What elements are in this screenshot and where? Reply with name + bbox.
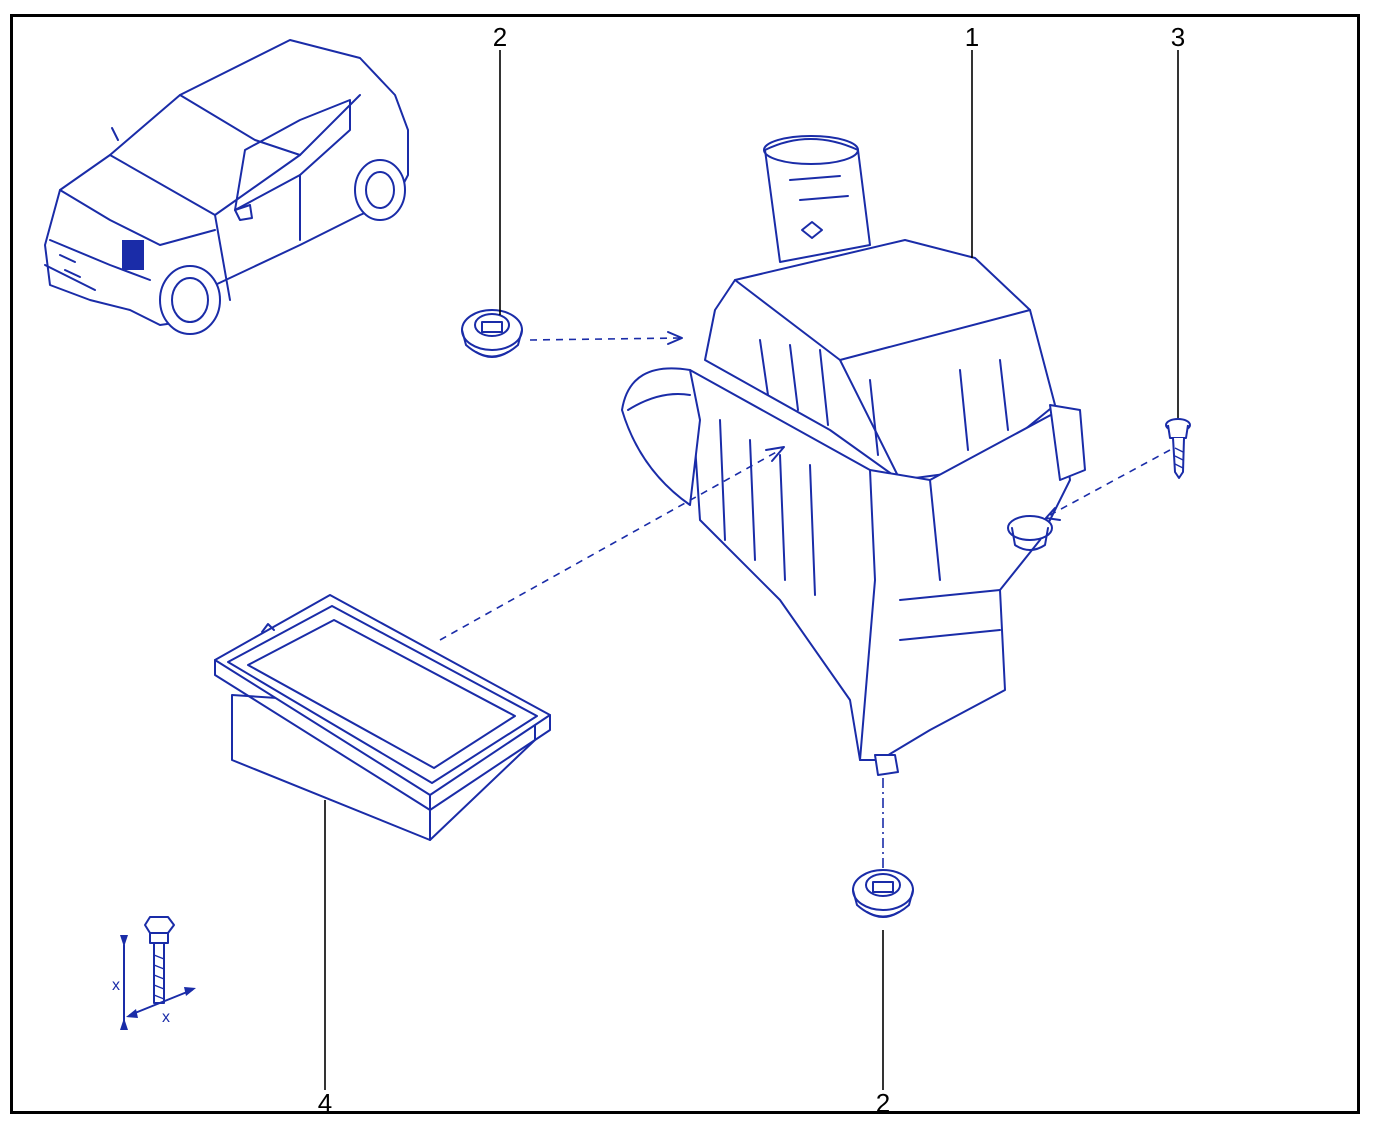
filter-element-part-4	[214, 594, 551, 841]
grommet-part-2-bottom	[852, 869, 914, 918]
leader-lines	[324, 50, 1179, 1090]
callout-3: 3	[1170, 22, 1186, 52]
air-filter-housing-part-1	[621, 135, 1086, 776]
callout-2-top: 2	[492, 22, 508, 52]
callout-4: 4	[317, 1088, 333, 1118]
callout-1: 1	[964, 22, 980, 52]
vehicle-locator-illustration	[44, 39, 409, 335]
screw-part-3	[1165, 418, 1191, 479]
diameter-mark-label: x	[162, 1009, 170, 1026]
callout-2-bottom: 2	[875, 1088, 891, 1118]
grommet-part-2-top	[461, 309, 523, 358]
length-mark-label: x	[112, 977, 120, 994]
bolt-length-symbol: x x	[112, 916, 196, 1030]
assembly-lines	[439, 331, 1171, 868]
